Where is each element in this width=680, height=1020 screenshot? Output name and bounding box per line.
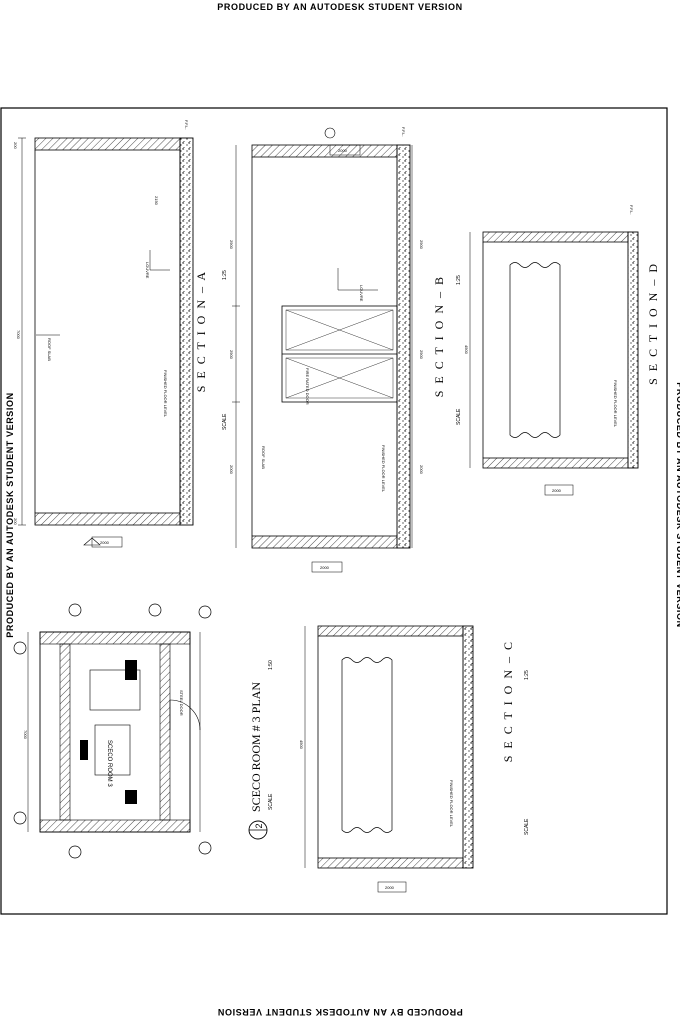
section-a-roof-label: ROOF SLAB (47, 338, 52, 361)
section-a-dim-wall-bottom: 200 (13, 518, 18, 525)
section-b-top-slab (251, 144, 398, 158)
section-b-bottom-slab (251, 535, 398, 549)
section-a-ffl-label: FINISHED FLOOR LEVEL (163, 370, 168, 418)
section-c: 4500 FINISHED FLOOR LEVEL 2000 S E C T I… (299, 625, 530, 893)
section-a-level: 2000 (100, 540, 110, 545)
plan-title: SCECO ROOM # 3 PLAN (249, 682, 263, 812)
plan-wall-right (159, 643, 171, 821)
section-c-bottom-slab (317, 857, 464, 869)
section-c-top-slab (317, 625, 464, 637)
plan-wall-bottom (39, 819, 191, 833)
plan: SCECO ROOM 3 STEEL DOOR 7000 2 SCECO ROO… (13, 603, 274, 859)
section-c-floor (462, 625, 474, 869)
section-a-bottom-slab (34, 512, 181, 526)
section-d: 4500 FINISHED FLOOR LEVEL 2000 F.F.L. S … (464, 205, 660, 496)
section-c-title: S E C T I O N – C (501, 640, 515, 762)
section-b-roof-label: ROOF SLAB (261, 446, 266, 469)
section-a-dim-width: 7000 (16, 330, 21, 340)
plan-room-label: SCECO ROOM 3 (106, 740, 112, 787)
section-c-ffl-label: FINISHED FLOOR LEVEL (449, 780, 454, 828)
plan-wall-left (59, 643, 71, 821)
section-b-ffl-tag: F.F.L. (401, 127, 406, 137)
section-b-louvre-label: LOUVRE (359, 285, 364, 302)
section-a-dim-wall-top: 200 (13, 142, 18, 149)
section-b: FIRE RATED DOOR 2900 2900 2000 2900 2900… (229, 127, 462, 573)
section-b-dim-right: 2900 (229, 240, 234, 250)
section-b-level-bottom: 2000 (320, 565, 330, 570)
section-b-dim-right-2: 2900 (419, 240, 424, 250)
section-a-floor (179, 137, 194, 526)
section-b-title: S E C T I O N – B (432, 275, 446, 397)
section-d-bottom-slab (482, 457, 629, 469)
section-d-top-slab (482, 231, 629, 243)
section-d-level: 2000 (552, 488, 562, 493)
section-c-dim-width: 4500 (299, 740, 304, 750)
plan-door-label: STEEL DOOR (179, 690, 184, 716)
plan-dim: 7000 (23, 730, 28, 740)
section-c-cable-trench (341, 657, 393, 833)
section-b-dim-left: 2000 (229, 465, 234, 475)
section-d-floor (627, 231, 639, 469)
section-b-dim-mid: 2900 (229, 350, 234, 360)
section-b-scale-word: SCALE (456, 408, 462, 425)
section-a: 7000 200 200 ROOF SLAB FINISHED FLOOR LE… (13, 120, 228, 548)
section-b-scale: 1:25 (456, 275, 462, 285)
section-d-ffl-label: FINISHED FLOOR LEVEL (613, 380, 618, 428)
section-a-scale-word: SCALE (222, 413, 228, 430)
section-b-dim-mid-2: 2900 (419, 350, 424, 360)
section-b-door-label: FIRE RATED DOOR (305, 368, 310, 405)
plan-scale: 1:50 (268, 660, 274, 670)
plan-equipment (89, 669, 141, 711)
section-b-floor (396, 144, 411, 549)
plan-scale-word: SCALE (268, 793, 274, 810)
plan-transformer (94, 724, 131, 776)
section-b-level-top: 2000 (338, 148, 348, 153)
section-c-level: 2000 (385, 885, 395, 890)
plan-number: 2 (254, 823, 264, 828)
section-b-dim-left-2: 2000 (419, 465, 424, 475)
section-d-dim-width: 4500 (464, 345, 469, 355)
section-a-scale: 1:25 (222, 270, 228, 280)
section-a-top-slab (34, 137, 181, 151)
section-a-ffl-tag: F.F.L. (184, 120, 189, 130)
section-c-scale: 1:25 (524, 670, 530, 680)
sheet-border (0, 107, 668, 915)
section-b-ffl-label: FINISHED FLOOR LEVEL (381, 445, 386, 493)
section-a-title: S E C T I O N – A (194, 270, 208, 392)
plan-wall-top (39, 631, 191, 645)
section-a-louvre-label: LOUVRE (145, 262, 150, 279)
section-a-dim-height: 2150 (154, 196, 159, 206)
watermark-top: PRODUCED BY AN AUTODESK STUDENT VERSION (217, 2, 463, 12)
section-d-cable-trench (509, 262, 561, 438)
section-d-ffl-tag: F.F.L. (629, 205, 634, 215)
section-d-title: S E C T I O N – D (646, 262, 660, 385)
section-c-scale-word: SCALE (524, 818, 530, 835)
